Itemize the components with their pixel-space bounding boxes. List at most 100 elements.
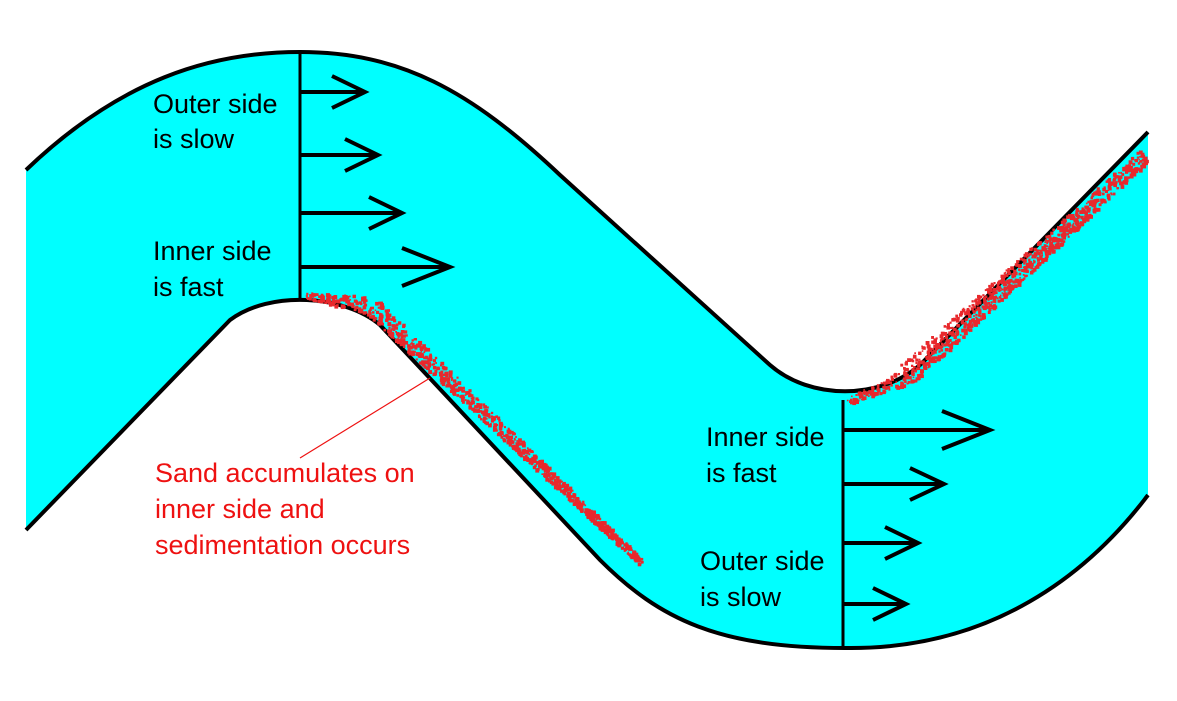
sand-speck (315, 293, 319, 296)
sand-speck (987, 290, 991, 294)
sand-speck (578, 508, 581, 511)
sand-speck (361, 297, 366, 302)
sand-speck (590, 509, 593, 512)
sand-speck (1006, 279, 1010, 284)
sand-speck (884, 386, 888, 390)
sand-speck (993, 304, 996, 307)
sand-speck (1009, 278, 1013, 283)
sand-speck (897, 373, 900, 376)
sand-speck (493, 424, 496, 427)
sand-speck (1079, 221, 1083, 225)
sand-speck (576, 505, 578, 508)
sand-speck (310, 297, 313, 299)
sand-speck (399, 338, 403, 342)
sand-speck (317, 299, 322, 304)
sand-speck (420, 354, 425, 358)
sand-speck (1047, 247, 1049, 250)
sand-speck (1016, 279, 1021, 284)
sand-speck (305, 297, 308, 299)
sand-speck (455, 388, 460, 392)
sand-speck (1044, 250, 1048, 254)
sand-speck (1044, 245, 1047, 248)
sand-speck (951, 331, 954, 334)
sand-speck (440, 370, 443, 374)
sand-speck (887, 385, 891, 389)
sand-speck (582, 503, 585, 506)
sand-speck (1052, 238, 1057, 242)
sand-speck (1014, 271, 1018, 276)
sand-speck (350, 302, 354, 306)
sand-speck (1056, 239, 1060, 243)
sand-speck (308, 297, 312, 301)
sand-speck (379, 321, 383, 325)
sand-speck (889, 381, 892, 384)
sand-speck (1036, 256, 1039, 260)
sand-speck (547, 466, 552, 471)
sand-speck (926, 344, 931, 349)
sand-speck (530, 450, 534, 453)
sand-speck (1018, 272, 1022, 276)
sand-speck (1016, 260, 1020, 264)
sand-speck (911, 380, 914, 383)
sand-speck (598, 525, 601, 528)
sand-speck (1044, 241, 1047, 243)
sand-speck (879, 392, 883, 396)
sand-speck (450, 377, 454, 380)
sand-speck (873, 391, 876, 395)
sand-speck (329, 300, 332, 302)
sand-speck (500, 436, 504, 439)
sand-speck (1129, 173, 1134, 178)
sand-speck (882, 381, 886, 385)
sand-speck (1068, 230, 1073, 234)
sand-speck (933, 344, 937, 349)
sand-speck (600, 521, 605, 525)
sand-speck (560, 489, 564, 493)
sand-speck (448, 372, 452, 377)
sand-speck (545, 477, 550, 482)
sand-speck (849, 398, 853, 401)
sand-speck (1120, 181, 1123, 184)
sand-speck (959, 313, 963, 317)
sand-speck (427, 358, 431, 362)
sand-speck (890, 377, 894, 382)
sand-speck (917, 377, 921, 381)
sand-speck (471, 396, 475, 400)
sand-speck (1080, 217, 1083, 220)
sand-speck (1000, 274, 1004, 279)
sand-speck (581, 505, 584, 508)
sand-speck (587, 513, 592, 518)
sand-speck (423, 351, 426, 354)
sand-speck (410, 350, 414, 355)
sand-speck (388, 313, 392, 317)
sand-speck (578, 500, 581, 503)
sand-speck (1131, 171, 1134, 175)
sand-speck (607, 526, 611, 530)
top-inner-label-line1: Inner side (153, 236, 272, 266)
sand-speck (966, 308, 970, 311)
sand-speck (850, 401, 853, 405)
sand-speck (1000, 298, 1004, 302)
sand-speck (1003, 287, 1006, 291)
sand-speck (960, 319, 965, 323)
sand-speck (1138, 150, 1143, 155)
sand-speck (917, 362, 920, 365)
sand-speck (378, 301, 381, 305)
sand-speck (372, 318, 376, 322)
sand-speck (1142, 155, 1144, 158)
sand-speck (1030, 266, 1034, 270)
sand-speck (905, 373, 909, 378)
sand-speck (1024, 253, 1028, 258)
sand-speck (326, 299, 330, 303)
sand-speck (1018, 264, 1022, 268)
sand-speck (895, 381, 898, 383)
sand-speck (851, 395, 853, 398)
sand-speck (1106, 197, 1109, 199)
sand-speck (386, 316, 389, 319)
sand-speck (968, 314, 972, 318)
sand-speck (1062, 232, 1067, 237)
sand-speck (1091, 203, 1095, 207)
sand-speck (1045, 235, 1049, 239)
sand-speck (948, 339, 952, 342)
sand-speck (368, 310, 371, 314)
sand-speck (509, 438, 513, 442)
